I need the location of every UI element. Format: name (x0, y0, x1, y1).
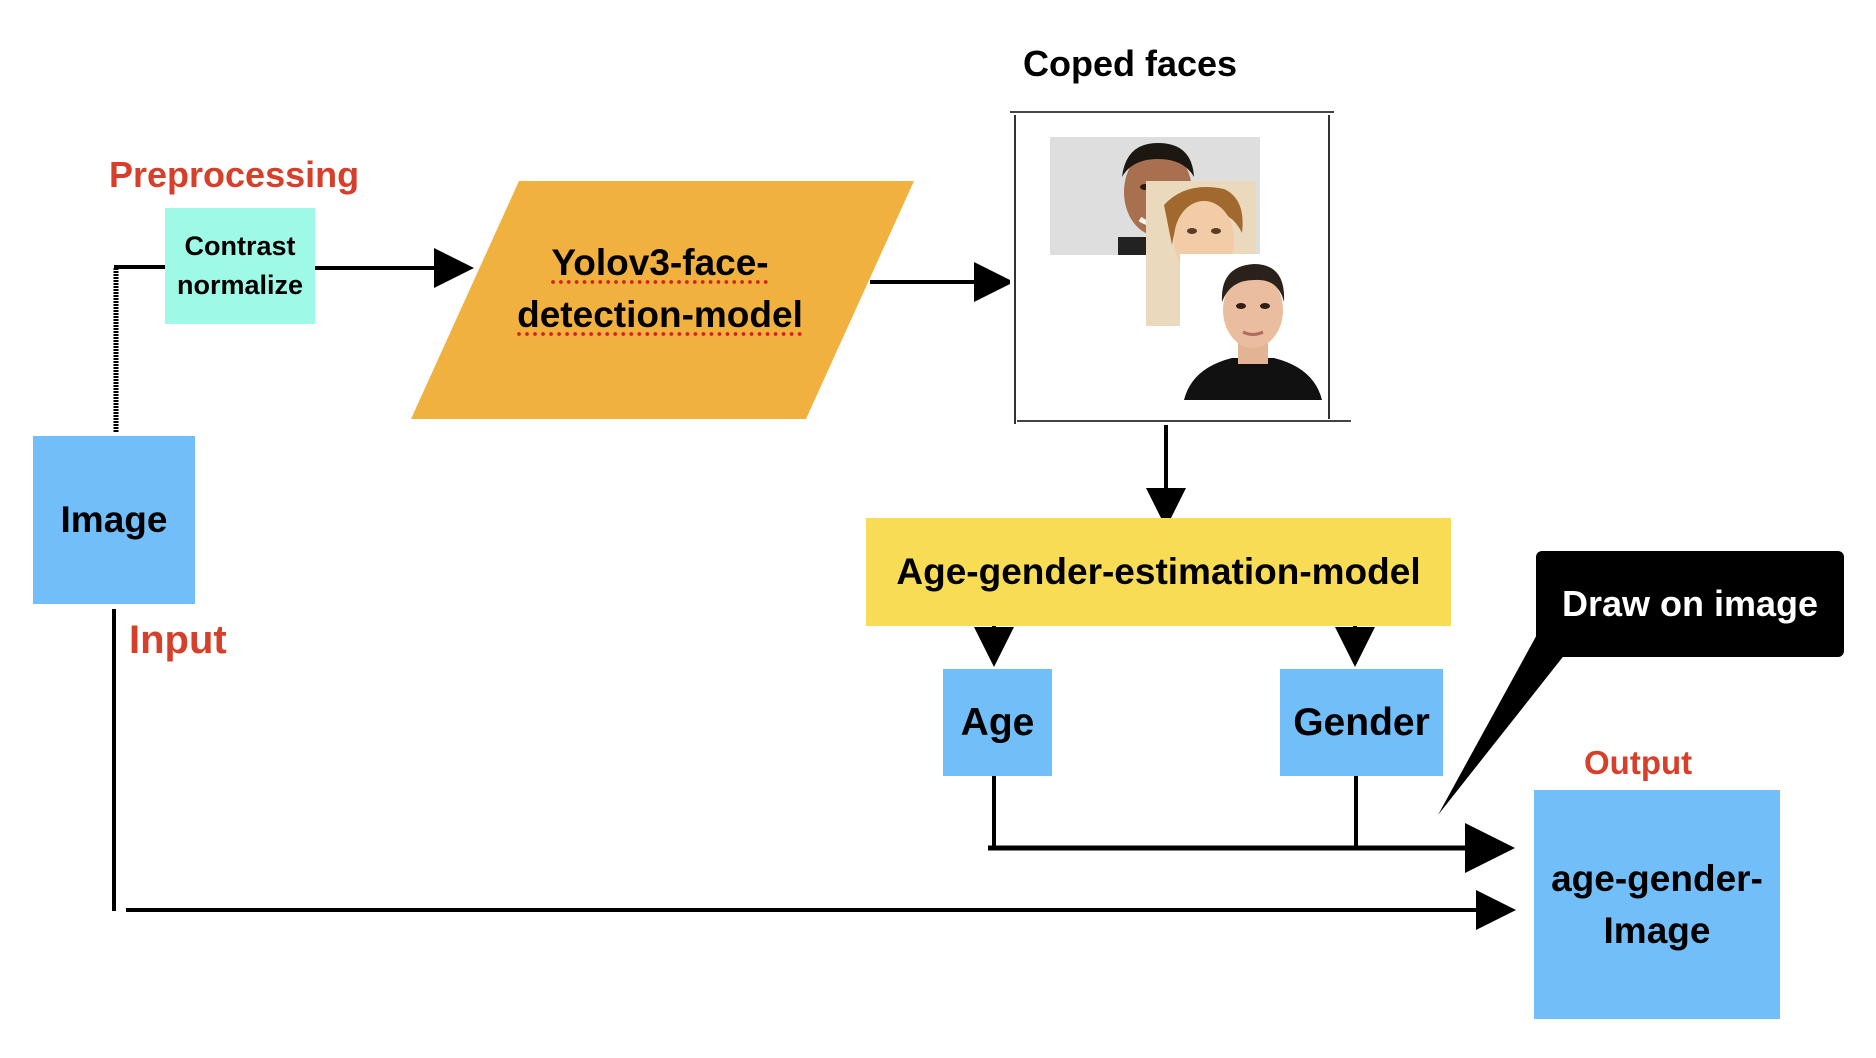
output-node: age-gender- Image (1534, 790, 1780, 1019)
cropped-faces-title: Coped faces (1023, 43, 1238, 84)
draw-on-image-label: Draw on image (1561, 583, 1819, 624)
age-node: Age (943, 669, 1052, 776)
output-label: Output (1584, 744, 1693, 781)
yolo-model-label: Yolov3-face- detection-model (480, 237, 840, 341)
age-node-label: Age (960, 700, 1035, 744)
image-node: Image (33, 436, 195, 604)
yolo-parallelogram (411, 181, 914, 419)
draw-on-image-callout: Draw on image (1536, 551, 1844, 657)
frame-right-border (1328, 115, 1330, 419)
contrast-normalize-line1: Contrast (184, 231, 296, 261)
preprocessing-label: Preprocessing (109, 154, 360, 195)
yolo-model-line2: detection-model (517, 294, 803, 335)
gender-node-label: Gender (1293, 700, 1430, 744)
callout-tail (1438, 620, 1592, 815)
contrast-normalize-node: Contrast normalize (165, 208, 315, 324)
gender-node: Gender (1280, 669, 1443, 776)
age-gender-estimation-label: Age-gender-estimation-model (896, 551, 1421, 592)
frame-top-border (1010, 111, 1334, 113)
face-photo-man-2 (1180, 254, 1326, 400)
output-node-line1: age-gender- (1551, 857, 1763, 899)
contrast-normalize-line2: normalize (176, 270, 304, 300)
frame-bottom-border (1017, 420, 1351, 422)
frame-left-border (1014, 115, 1016, 424)
age-gender-estimation-node: Age-gender-estimation-model (866, 518, 1451, 626)
cropped-faces-frame (1010, 111, 1351, 424)
input-label: Input (129, 618, 227, 662)
yolo-model-line1: Yolov3-face- (551, 242, 769, 283)
image-node-label: Image (60, 499, 168, 540)
output-node-line2: Image (1603, 909, 1711, 951)
